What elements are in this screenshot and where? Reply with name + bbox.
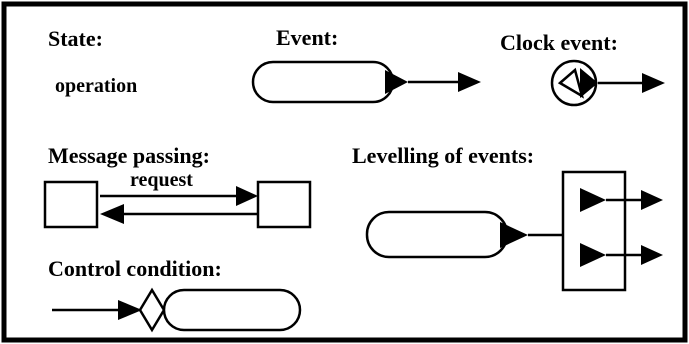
condition-diamond	[138, 287, 166, 333]
sender-box	[43, 180, 99, 229]
control-condition-symbol	[52, 287, 302, 333]
sub-event-1-triangle	[580, 188, 606, 212]
control-input-arrowhead	[118, 300, 142, 320]
state-operation-label: operation	[55, 75, 137, 97]
sub-event-2-triangle	[580, 243, 606, 267]
event-oval	[251, 60, 395, 104]
levelling-heading: Levelling of events:	[352, 143, 534, 168]
event-output-triangle	[385, 70, 408, 94]
levelling-sub-box	[561, 170, 627, 292]
controlled-event-oval	[162, 288, 302, 332]
reply-arrowhead	[100, 204, 124, 224]
event-symbol	[251, 60, 481, 104]
sub-event-1-arrowhead	[641, 190, 663, 210]
levelling-oval	[365, 210, 509, 259]
levelling-symbol	[365, 170, 663, 292]
request-arrowhead	[236, 186, 258, 206]
request-label: request	[130, 169, 193, 191]
clock-output-triangle	[580, 68, 598, 98]
event-arrowhead	[458, 72, 481, 92]
event-heading: Event:	[276, 25, 338, 50]
clock-hands	[557, 67, 585, 99]
sub-event-2-arrowhead	[641, 245, 663, 265]
message-passing-symbol	[43, 180, 312, 229]
levelling-output-triangle	[500, 222, 528, 248]
clock-arrowhead	[642, 73, 665, 93]
state-heading: State:	[48, 26, 103, 51]
receiver-box	[256, 180, 312, 229]
clock-event-symbol	[550, 59, 665, 107]
message-passing-heading: Message passing:	[48, 143, 210, 168]
clock-event-heading: Clock event:	[500, 30, 618, 55]
control-condition-heading: Control condition:	[48, 256, 222, 281]
